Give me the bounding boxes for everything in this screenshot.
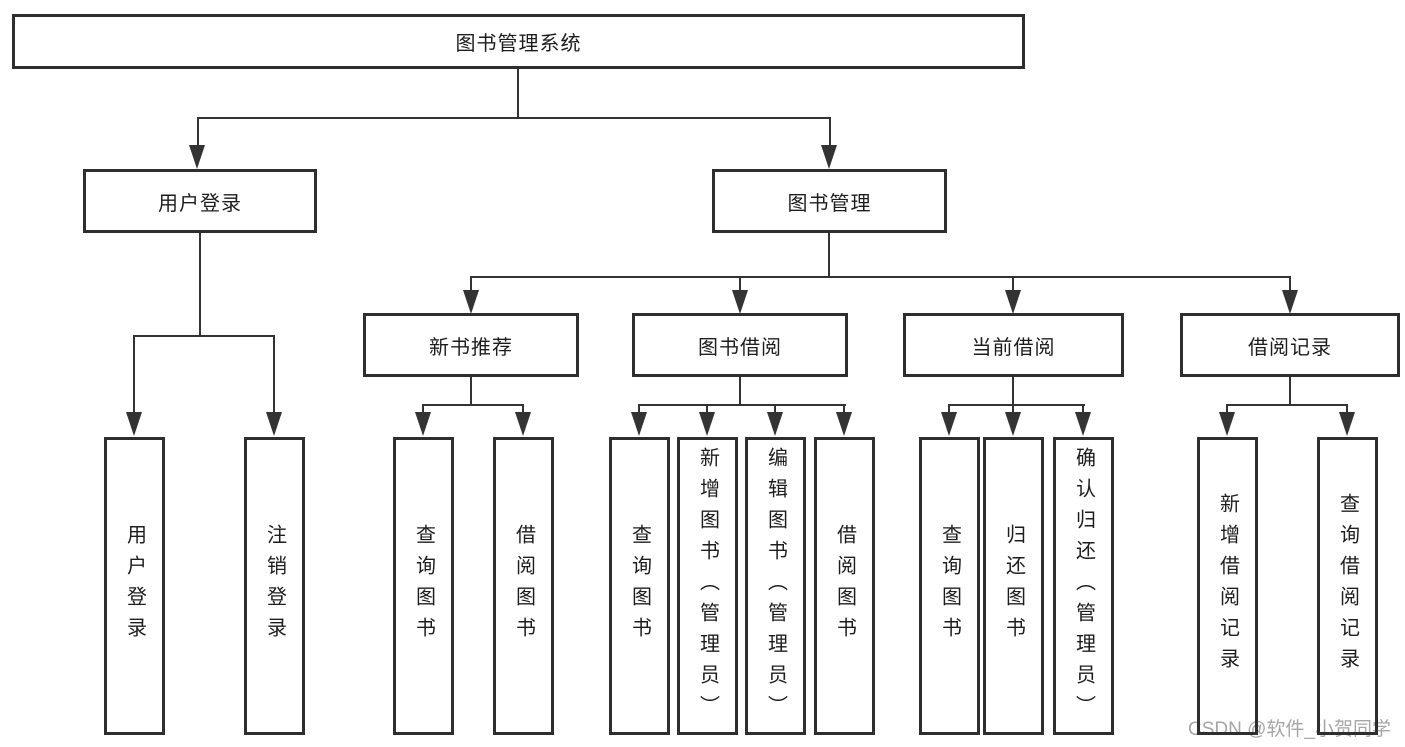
node-book-management-label: 图书管理: [787, 192, 872, 215]
leaf-records-query-record-label: 查询借阅记录: [1336, 493, 1359, 679]
connector-line: [1012, 404, 1014, 414]
node-user-login-label: 用户登录: [158, 192, 242, 215]
arrowhead-down-icon: [631, 412, 647, 436]
connector-line: [638, 404, 640, 414]
leaf-recommend-borrow-books-label: 借阅图书: [512, 524, 535, 648]
leaf-user-login: 用户登录: [104, 437, 165, 735]
node-book-management: 图书管理: [712, 169, 947, 233]
leaf-borrow-borrow-books: 借阅图书: [814, 437, 875, 735]
leaf-current-return-books: 归还图书: [983, 437, 1044, 735]
connector-recommend-stem: [470, 377, 472, 405]
arrowhead-down-icon: [767, 412, 783, 436]
node-new-book-recommend: 新书推荐: [363, 313, 579, 377]
leaf-current-confirm-return: 确认归还（管理员）: [1053, 437, 1114, 735]
connector-level2-rail: [470, 276, 1291, 278]
leaf-current-confirm-return-label: 确认归还（管理员）: [1072, 446, 1095, 726]
connector-line: [422, 404, 424, 414]
node-current-borrow-label: 当前借阅: [971, 336, 1056, 359]
connector-line: [197, 117, 199, 146]
leaf-current-query-books: 查询图书: [919, 437, 980, 735]
leaf-borrow-query-books-label: 查询图书: [628, 524, 651, 648]
node-library-system: 图书管理系统: [12, 14, 1025, 69]
arrowhead-down-icon: [189, 145, 205, 169]
node-user-login: 用户登录: [83, 169, 317, 233]
connector-line: [470, 276, 472, 292]
connector-level1-rail: [197, 117, 831, 119]
arrowhead-down-icon: [1075, 412, 1091, 436]
connector-borrow-records-rail: [1226, 404, 1348, 406]
leaf-recommend-query-books: 查询图书: [393, 437, 454, 735]
node-library-system-label: 图书管理系统: [455, 33, 582, 55]
connector-user-login-stem: [199, 233, 201, 336]
leaf-records-query-record: 查询借阅记录: [1317, 437, 1378, 735]
connector-line: [1012, 276, 1014, 292]
node-new-book-recommend-label: 新书推荐: [429, 336, 513, 359]
connector-line: [739, 276, 741, 292]
connector-root-stem: [517, 69, 519, 117]
leaf-current-query-books-label: 查询图书: [938, 524, 961, 648]
connector-user-login-rail: [133, 335, 275, 337]
arrowhead-down-icon: [415, 412, 431, 436]
connector-line: [522, 404, 524, 414]
leaf-logout-label: 注销登录: [263, 524, 286, 648]
watermark: CSDN @软件_小贺同学: [1188, 719, 1391, 740]
node-current-borrow: 当前借阅: [903, 313, 1124, 377]
leaf-borrow-add-books-label: 新增图书（管理员）: [696, 446, 719, 726]
node-borrow-records-label: 借阅记录: [1248, 336, 1332, 359]
arrowhead-down-icon: [1282, 290, 1298, 314]
node-borrow-records: 借阅记录: [1180, 313, 1400, 377]
arrowhead-down-icon: [515, 412, 531, 436]
leaf-recommend-query-books-label: 查询图书: [412, 524, 435, 648]
leaf-borrow-query-books: 查询图书: [609, 437, 670, 735]
arrowhead-down-icon: [1005, 412, 1021, 436]
connector-line: [1289, 276, 1291, 292]
arrowhead-down-icon: [1219, 412, 1235, 436]
leaf-borrow-borrow-books-label: 借阅图书: [833, 524, 856, 648]
connector-book-borrow-rail: [638, 404, 846, 406]
connector-borrow-records-stem: [1289, 377, 1291, 405]
leaf-records-add-record-label: 新增借阅记录: [1216, 493, 1239, 679]
node-book-borrow-label: 图书借阅: [698, 336, 782, 359]
arrowhead-down-icon: [821, 145, 837, 169]
arrowhead-down-icon: [941, 412, 957, 436]
connector-line: [133, 335, 135, 413]
connector-line: [273, 335, 275, 413]
connector-current-borrow-stem: [1012, 377, 1014, 405]
arrowhead-down-icon: [1005, 290, 1021, 314]
leaf-borrow-edit-books: 编辑图书（管理员）: [745, 437, 806, 735]
connector-current-borrow-rail: [948, 404, 1085, 406]
arrowhead-down-icon: [266, 412, 282, 436]
leaf-current-return-books-label: 归还图书: [1002, 524, 1025, 648]
leaf-borrow-edit-books-label: 编辑图书（管理员）: [764, 446, 787, 726]
arrowhead-down-icon: [126, 412, 142, 436]
arrowhead-down-icon: [1339, 412, 1355, 436]
arrowhead-down-icon: [836, 412, 852, 436]
arrowhead-down-icon: [463, 290, 479, 314]
connector-book-management-stem: [828, 233, 830, 278]
connector-line: [829, 117, 831, 146]
arrowhead-down-icon: [699, 412, 715, 436]
leaf-user-login-label: 用户登录: [123, 524, 146, 648]
connector-line: [1082, 404, 1084, 414]
node-book-borrow: 图书借阅: [632, 313, 848, 377]
connector-line: [1346, 404, 1348, 414]
leaf-logout: 注销登录: [244, 437, 305, 735]
arrowhead-down-icon: [732, 290, 748, 314]
leaf-borrow-add-books: 新增图书（管理员）: [677, 437, 738, 735]
connector-line: [1226, 404, 1228, 414]
connector-book-borrow-stem: [739, 377, 741, 405]
leaf-recommend-borrow-books: 借阅图书: [493, 437, 554, 735]
connector-line: [948, 404, 950, 414]
leaf-records-add-record: 新增借阅记录: [1197, 437, 1258, 735]
connector-line: [706, 404, 708, 414]
connector-line: [774, 404, 776, 414]
connector-line: [843, 404, 845, 414]
connector-recommend-rail: [422, 404, 524, 406]
